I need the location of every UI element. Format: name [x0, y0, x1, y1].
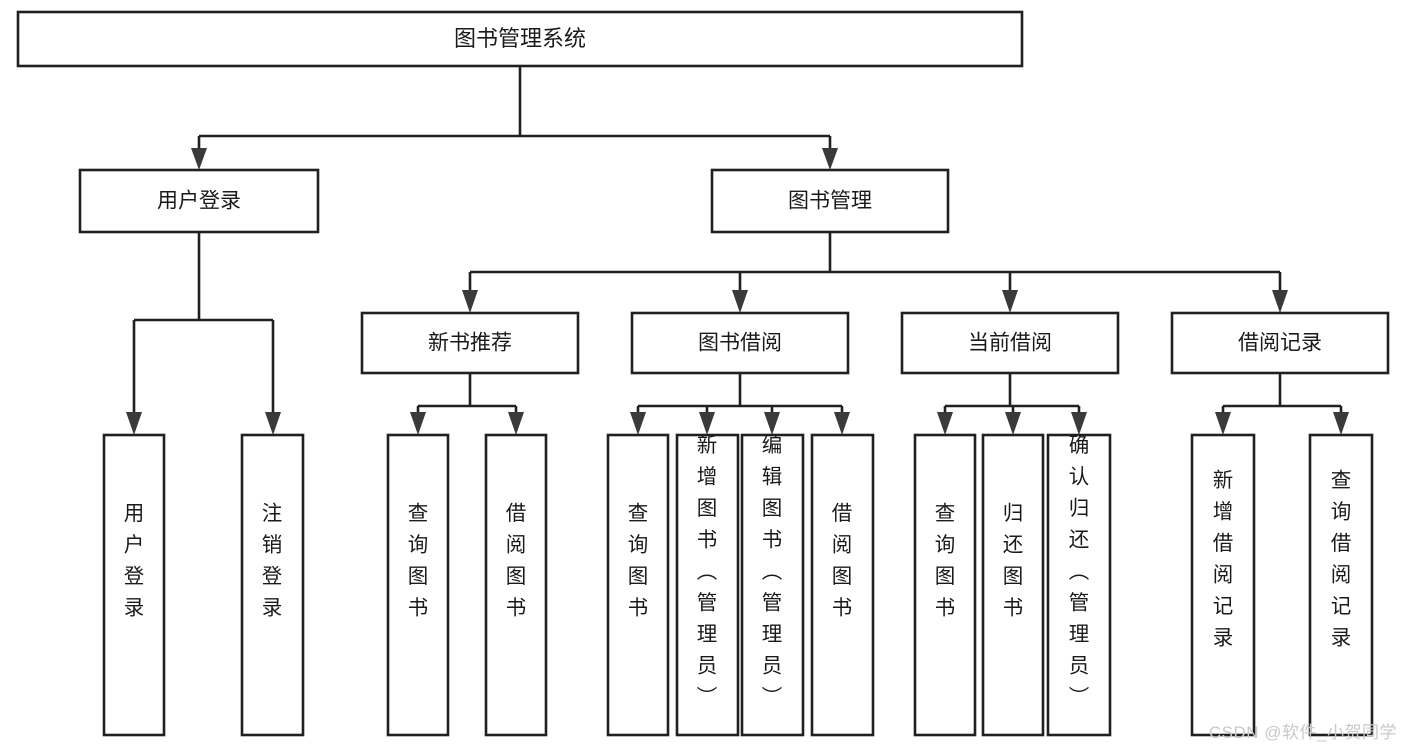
- arrow-root-to-user-icon: [191, 148, 207, 170]
- node-borrow-record[interactable]: 借阅记录: [1170, 311, 1390, 375]
- leaf-current-borrow-2-box: [981, 433, 1045, 737]
- leaf-book-borrow-2[interactable]: 新增图书︵管理员︶: [675, 433, 740, 737]
- arrow-borrowrecord-leaf-1-icon: [1215, 412, 1231, 435]
- leaf-book-borrow-2-box: [675, 433, 740, 737]
- node-book-borrow[interactable]: 图书借阅: [630, 311, 850, 375]
- leaf-borrow-record-2-label: 查询借阅记录: [1331, 469, 1352, 650]
- leaf-book-borrow-3-label: 编辑图书︵管理员︶: [762, 434, 783, 709]
- leaf-book-borrow-4-box: [810, 433, 875, 737]
- leaf-borrow-record-1-label: 新增借阅记录: [1213, 469, 1234, 650]
- leaf-user-login-2-label: 注销登录: [262, 502, 283, 620]
- leaf-borrow-record-2-box: [1308, 433, 1374, 737]
- node-book-borrow-box: [630, 311, 850, 375]
- arrow-newbook-leaf-2-icon: [508, 412, 524, 435]
- leaf-book-borrow-2-label: 新增图书︵管理员︶: [697, 434, 718, 709]
- leaf-new-book-2[interactable]: 借阅图书: [484, 433, 548, 737]
- arrow-to-borrowrecord-icon: [1272, 290, 1288, 313]
- node-book-management-box: [710, 168, 950, 234]
- node-root-box: [16, 10, 1024, 68]
- arrow-root-to-bookmgmt-icon: [822, 148, 838, 170]
- leaf-book-borrow-1-label: 查询图书: [628, 502, 649, 620]
- leaf-user-login-1[interactable]: 用户登录: [102, 433, 166, 737]
- leaf-user-login-2[interactable]: 注销登录: [240, 433, 305, 737]
- leaf-borrow-record-2[interactable]: 查询借阅记录: [1308, 433, 1374, 737]
- node-current-borrow[interactable]: 当前借阅: [900, 311, 1120, 375]
- leaf-user-login-1-box: [102, 433, 166, 737]
- arrow-user-leaf-1-icon: [126, 412, 142, 435]
- node-borrow-record-label: 借阅记录: [1238, 332, 1322, 355]
- node-root-label: 图书管理系统: [454, 26, 586, 51]
- leaf-borrow-record-1-box: [1190, 433, 1256, 737]
- arrow-currentborrow-leaf-3-icon: [1071, 412, 1087, 435]
- leaf-book-borrow-3-box: [740, 433, 805, 737]
- leaf-current-borrow-2[interactable]: 归还图书: [981, 433, 1045, 737]
- leaf-book-borrow-1[interactable]: 查询图书: [606, 433, 670, 737]
- connector-layer: [126, 66, 1349, 435]
- node-user-login[interactable]: 用户登录: [78, 168, 320, 234]
- leaf-current-borrow-3-label: 确认归还︵管理员︶: [1069, 434, 1090, 709]
- leaf-current-borrow-1-box: [913, 433, 977, 737]
- node-book-borrow-label: 图书借阅: [698, 332, 782, 355]
- node-user-login-label: 用户登录: [157, 190, 241, 213]
- arrow-bookborrow-leaf-3-icon: [764, 412, 780, 435]
- leaf-current-borrow-3-box: [1046, 433, 1112, 737]
- leaf-borrow-record-1[interactable]: 新增借阅记录: [1190, 433, 1256, 737]
- arrow-to-newbook-icon: [462, 290, 478, 313]
- leaf-current-borrow-3[interactable]: 确认归还︵管理员︶: [1046, 433, 1112, 737]
- leaf-new-book-1[interactable]: 查询图书: [386, 433, 450, 737]
- leaf-book-borrow-4-label: 借阅图书: [832, 502, 853, 620]
- leaf-new-book-2-label: 借阅图书: [506, 502, 527, 620]
- node-user-login-box: [78, 168, 320, 234]
- node-current-borrow-box: [900, 311, 1120, 375]
- leaf-new-book-2-box: [484, 433, 548, 737]
- node-root-book-management-system[interactable]: 图书管理系统: [16, 10, 1024, 68]
- leaf-book-borrow-3[interactable]: 编辑图书︵管理员︶: [740, 433, 805, 737]
- leaf-new-book-1-box: [386, 433, 450, 737]
- arrow-to-bookborrow-icon: [732, 290, 748, 313]
- leaf-new-book-1-label: 查询图书: [408, 502, 429, 620]
- node-book-management[interactable]: 图书管理: [710, 168, 950, 234]
- arrow-currentborrow-leaf-1-icon: [937, 412, 953, 435]
- leaf-book-borrow-4[interactable]: 借阅图书: [810, 433, 875, 737]
- leaf-current-borrow-2-label: 归还图书: [1003, 502, 1024, 620]
- leaf-user-login-2-box: [240, 433, 305, 737]
- leaf-current-borrow-1-label: 查询图书: [935, 502, 956, 620]
- node-borrow-record-box: [1170, 311, 1390, 375]
- arrow-user-leaf-2-icon: [265, 412, 281, 435]
- node-new-book-recommend-box: [360, 311, 580, 375]
- node-current-borrow-label: 当前借阅: [968, 332, 1052, 355]
- leaf-current-borrow-1[interactable]: 查询图书: [913, 433, 977, 737]
- arrow-newbook-leaf-1-icon: [410, 412, 426, 435]
- arrow-to-currentborrow-icon: [1002, 290, 1018, 313]
- csdn-watermark: CSDN @软件_小贺同学: [1208, 723, 1397, 742]
- node-new-book-recommend-label: 新书推荐: [428, 332, 512, 355]
- node-new-book-recommend[interactable]: 新书推荐: [360, 311, 580, 375]
- node-book-management-label: 图书管理: [788, 190, 872, 213]
- leaf-book-borrow-1-box: [606, 433, 670, 737]
- arrow-borrowrecord-leaf-2-icon: [1333, 412, 1349, 435]
- arrow-bookborrow-leaf-2-icon: [699, 412, 715, 435]
- arrow-bookborrow-leaf-4-icon: [834, 412, 850, 435]
- leaf-user-login-1-label: 用户登录: [124, 502, 145, 620]
- arrow-currentborrow-leaf-2-icon: [1005, 412, 1021, 435]
- arrow-bookborrow-leaf-1-icon: [630, 412, 646, 435]
